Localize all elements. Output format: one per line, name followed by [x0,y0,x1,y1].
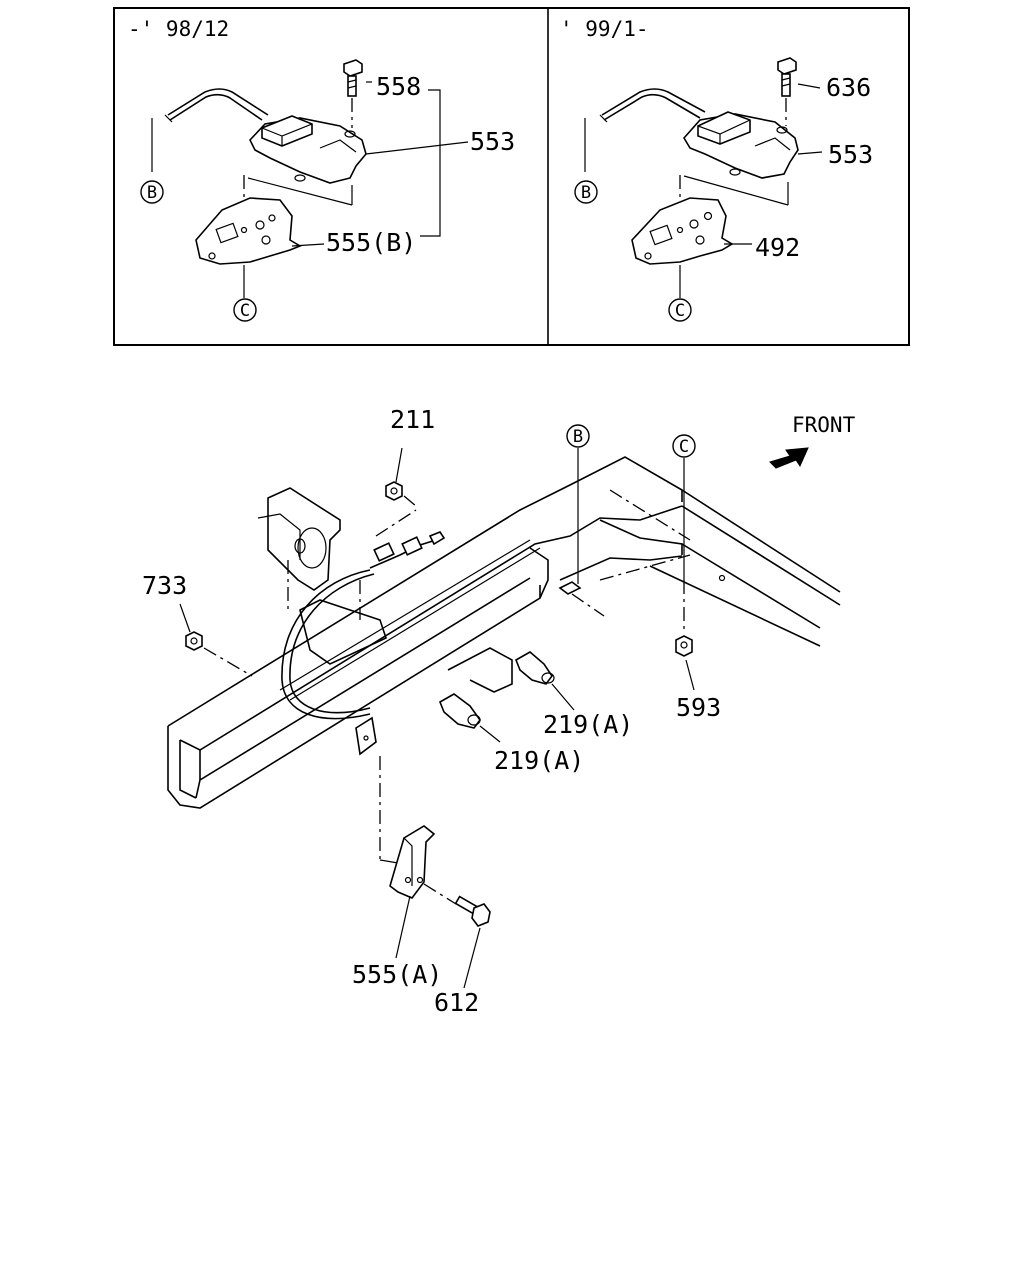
front-label: FRONT [792,413,856,437]
label-555b: 555(B) [326,228,416,257]
label-219a-upper: 219(A) [543,710,633,739]
label-636: 636 [826,73,871,102]
circle-marker-b-left: B [140,180,164,204]
actuator-drawing-new [683,111,799,179]
inset-box [113,7,910,346]
bolt-drawing-new [777,57,797,126]
circle-marker-c-main: C [672,434,696,458]
front-arrow-icon [769,447,809,469]
right-period-label: ' 99/1- [560,17,649,41]
rail-tab-drawing [355,716,405,865]
label-593: 593 [676,693,721,722]
svg-text:C: C [240,301,250,321]
bracket-plate-drawing [195,197,302,265]
svg-text:B: B [581,183,591,203]
left-panel: -' 98/12 [128,17,515,322]
circle-marker-b-main: B [566,424,590,448]
brake-cable-drawing [281,509,446,720]
mount-bracket-drawing [447,647,513,693]
right-panel: ' 99/1- [560,17,873,322]
bolt-612-drawing [454,895,491,927]
cable-drawing [167,88,269,116]
clip-lower-drawing [438,693,481,729]
main-diagram: FRONT [142,405,856,1017]
clip-upper-drawing [514,651,555,685]
label-558: 558 [376,72,421,101]
label-733: 733 [142,571,187,600]
circle-marker-c-left: C [233,298,257,322]
circle-marker-c-right: C [668,298,692,322]
svg-text:B: B [147,183,157,203]
actuator-drawing [249,115,367,184]
svg-text:C: C [675,301,685,321]
nut-733-drawing [185,631,253,677]
nut-211-drawing [385,481,417,507]
label-555a: 555(A) [352,960,442,989]
label-553-left: 553 [470,127,515,156]
frame-rail-drawing [167,456,841,809]
support-bracket-drawing [257,487,387,665]
left-period-label: -' 98/12 [128,17,229,41]
label-219a-lower: 219(A) [494,746,584,775]
nut-593-drawing [675,580,693,657]
svg-text:B: B [573,427,583,447]
plate-492-drawing [631,197,734,265]
label-553-right: 553 [828,140,873,169]
circle-marker-b-right: B [574,180,598,204]
bracket-555a-drawing [389,825,457,905]
label-612: 612 [434,988,479,1017]
label-211: 211 [390,405,435,434]
label-492: 492 [755,233,800,262]
bolt-drawing [343,59,363,128]
svg-text:C: C [679,437,689,457]
